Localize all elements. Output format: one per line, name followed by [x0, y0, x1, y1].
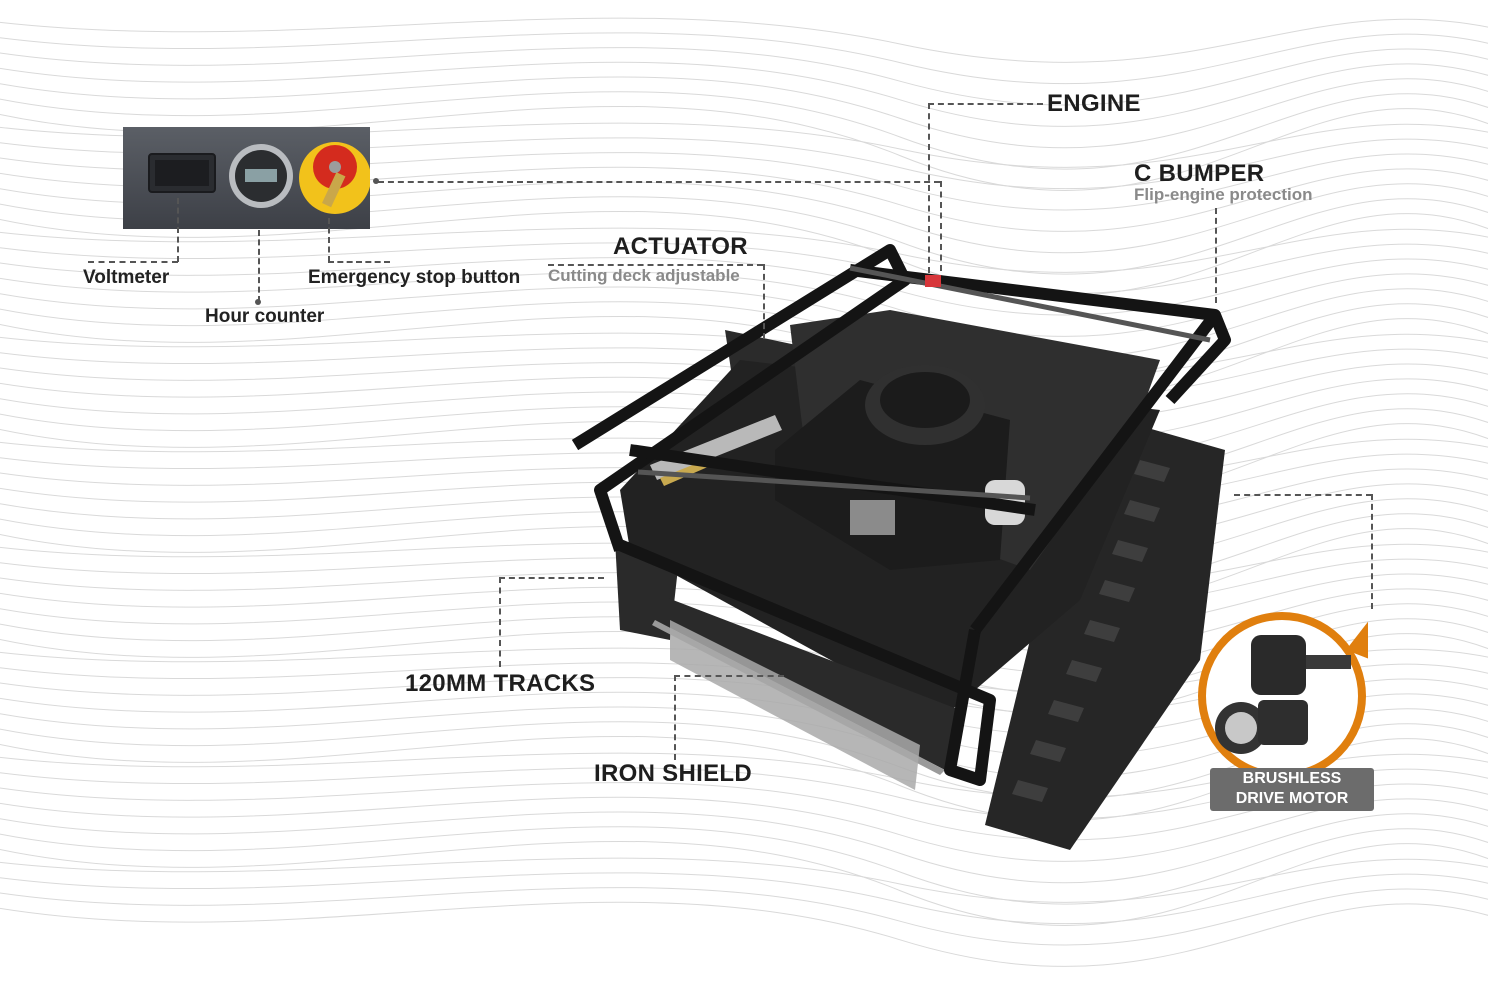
wave-line: [0, 76, 1488, 149]
actuator-label: ACTUATOR: [613, 233, 748, 260]
engine-leader-v: [928, 103, 930, 273]
voltmeter-leader-v: [177, 198, 179, 262]
wave-line: [0, 826, 1488, 905]
wave-line: [0, 257, 1488, 316]
mower-robot-image: [571, 244, 1231, 850]
control-panel-image: [123, 127, 371, 229]
actuator-leader-h: [548, 264, 763, 266]
wave-line: [0, 227, 1488, 273]
motor-leader-h: [1234, 494, 1372, 496]
tracks-leader-h: [499, 577, 604, 579]
hour-counter-label: Hour counter: [205, 306, 325, 327]
motor-leader-v: [1371, 494, 1373, 609]
wave-line: [0, 901, 1488, 967]
wave-line: [0, 271, 1488, 337]
drive-motor-inset: [1198, 612, 1368, 780]
wave-line: [0, 811, 1488, 884]
motor-label-line2: DRIVE MOTOR: [1235, 790, 1349, 807]
panel-leader-h: [378, 181, 940, 183]
estop-leader-v: [328, 218, 330, 262]
shield-leader-v: [674, 675, 676, 760]
wave-line: [0, 17, 1488, 63]
estop-leader-h: [328, 261, 390, 263]
panel-leader-dot: [373, 178, 379, 184]
wave-line: [0, 887, 1488, 946]
bumper-leader-v: [1215, 208, 1217, 303]
hour-leader-v: [258, 230, 260, 302]
emergency-stop-label: Emergency stop button: [308, 267, 521, 288]
wave-line: [0, 872, 1488, 925]
wave-line: [0, 32, 1488, 85]
wave-line: [0, 857, 1488, 903]
voltmeter-leader-h: [88, 261, 178, 263]
actuator-leader-v: [763, 264, 765, 339]
c-bumper-sublabel: Flip-engine protection: [1134, 185, 1313, 204]
tracks-leader-v: [499, 577, 501, 667]
motor-label-line1: BRUSHLESS: [1242, 770, 1342, 787]
panel-leader-v: [940, 181, 942, 271]
wave-line: [0, 61, 1488, 127]
shield-leader-h: [674, 675, 784, 677]
wave-line: [0, 47, 1488, 106]
brushless-motor-badge: BRUSHLESS DRIVE MOTOR: [1210, 768, 1374, 811]
actuator-sublabel: Cutting deck adjustable: [548, 266, 740, 285]
voltmeter-label: Voltmeter: [83, 267, 170, 288]
tracks-label: 120MM TRACKS: [405, 670, 596, 697]
wave-line: [0, 91, 1488, 170]
engine-label: ENGINE: [1047, 90, 1141, 117]
wave-line: [0, 840, 1488, 926]
iron-shield-label: IRON SHIELD: [594, 760, 752, 787]
hour-leader-dot: [255, 299, 261, 305]
engine-leader-h: [928, 103, 1043, 105]
c-bumper-label: C BUMPER: [1134, 160, 1265, 187]
